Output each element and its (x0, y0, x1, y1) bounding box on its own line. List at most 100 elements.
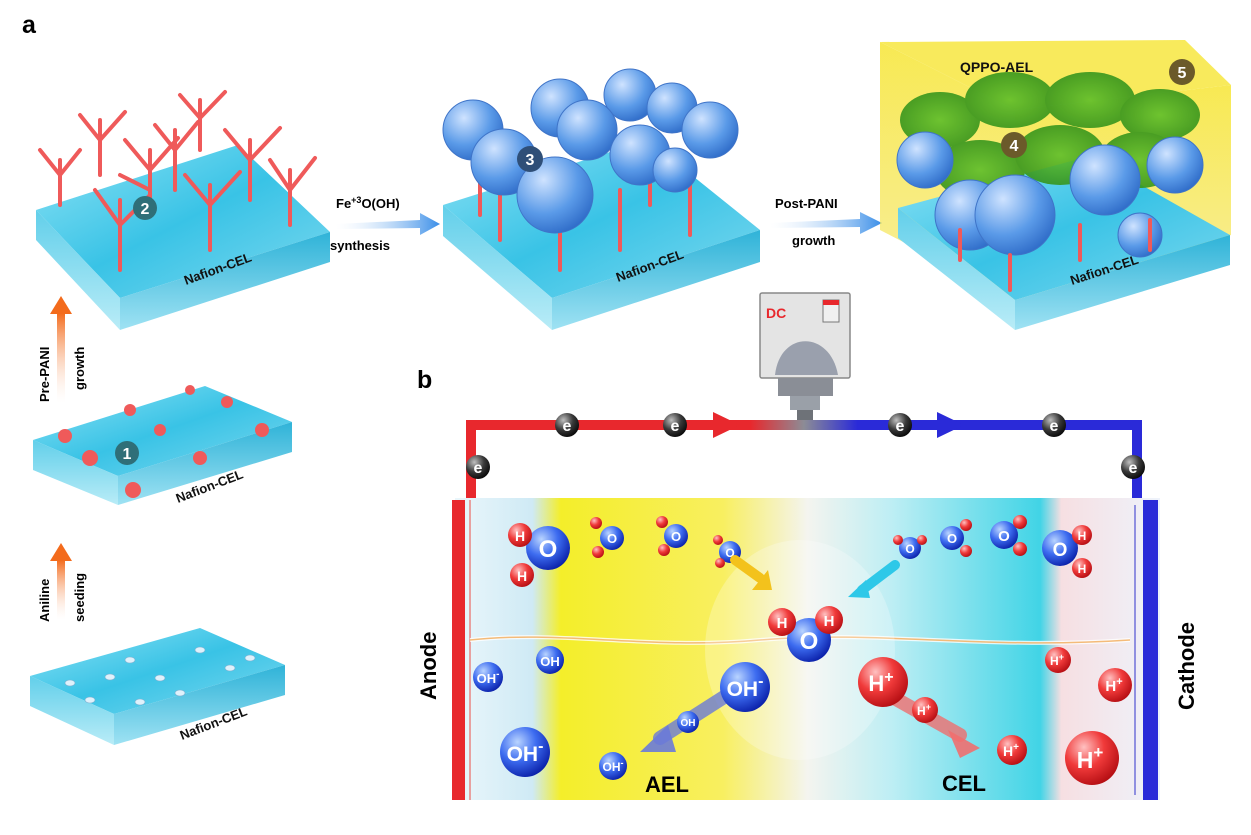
svg-text:OH: OH (681, 718, 696, 729)
svg-text:O: O (607, 531, 617, 546)
step-2-number: 2 (141, 201, 150, 218)
svg-text:H+: H+ (1077, 743, 1104, 773)
svg-text:e: e (896, 418, 905, 435)
svg-text:O: O (947, 531, 957, 546)
hydroxide-ion: OH- (473, 662, 503, 692)
post-pani-label-2: growth (792, 233, 835, 248)
arrow-pre-pani-growth: Pre-PANI growth (37, 296, 87, 403)
svg-text:O: O (905, 542, 914, 556)
hydroxide-ion: OH (677, 711, 699, 733)
proton-ion: H+ (997, 735, 1027, 765)
membrane-step-3: 3 Nafion-CEL (442, 68, 760, 330)
svg-text:H: H (777, 615, 788, 632)
ael-label: AEL (645, 772, 689, 797)
qppo-ael-label: QPPO-AEL (960, 59, 1034, 75)
hydroxide-ion: OH- (720, 662, 770, 712)
svg-text:e: e (671, 418, 680, 435)
hydroxide-ion: OH (536, 646, 564, 674)
step-4-number: 4 (1010, 138, 1019, 155)
step-4-badge (1001, 132, 1027, 158)
electron: e (1121, 455, 1145, 479)
proton-ion: H+ (1045, 647, 1071, 673)
current-arrow-right (937, 412, 964, 438)
step-1-badge (115, 441, 139, 465)
arrow-aniline-seeding: Aniline seeding (37, 543, 87, 622)
fe-label-2: synthesis (330, 238, 390, 253)
svg-text:OH-: OH- (727, 673, 764, 701)
cel-label: CEL (942, 771, 986, 796)
electron: e (888, 413, 912, 437)
svg-text:O: O (671, 529, 681, 544)
panel-a-letter: a (22, 11, 37, 39)
svg-text:OH-: OH- (603, 758, 624, 774)
arrow-fe-synthesis: Fe+3O(OH) synthesis (330, 195, 440, 253)
svg-text:H+: H+ (868, 669, 893, 696)
anode-electrode (452, 500, 465, 800)
membrane-step-1: 1 Nafion-CEL (33, 385, 292, 506)
svg-text:OH-: OH- (507, 738, 544, 766)
svg-text:O: O (539, 536, 558, 563)
step-3-number: 3 (526, 152, 535, 169)
step-5-badge (1169, 59, 1195, 85)
svg-text:OH: OH (540, 654, 560, 669)
water-molecule-center: O H H (768, 606, 843, 662)
svg-text:H: H (1078, 529, 1087, 543)
water-molecule: O (656, 516, 688, 556)
water-molecule: O H H (1042, 525, 1092, 578)
svg-text:H: H (824, 613, 835, 630)
step-3-badge (517, 146, 543, 172)
electron: e (1042, 413, 1066, 437)
water-molecule: O (990, 515, 1027, 556)
pre-pani-label-1: Pre-PANI (37, 347, 52, 402)
water-molecule: O H H (508, 523, 570, 587)
step-1-number: 1 (123, 446, 132, 463)
hydroxide-ion: OH- (500, 727, 550, 777)
svg-text:O: O (725, 546, 734, 560)
seeding-label-2: seeding (72, 573, 87, 622)
svg-text:e: e (563, 418, 572, 435)
cathode-label: Cathode (1174, 622, 1199, 710)
proton-ion: H+ (858, 657, 908, 707)
step-2-badge (133, 196, 157, 220)
proton-ion: H+ (912, 697, 938, 723)
proton-ion: H+ (1065, 731, 1119, 785)
svg-text:OH-: OH- (477, 669, 500, 686)
svg-text:H+: H+ (1105, 676, 1122, 695)
membrane-step-4: QPPO-AEL 4 5 Nafion-CEL (880, 40, 1231, 330)
svg-text:O: O (1053, 540, 1068, 561)
svg-text:e: e (1050, 418, 1059, 435)
dc-power-source: DC (759, 292, 851, 420)
membrane-step-2: 2 Nafion-CEL (36, 90, 330, 330)
svg-text:e: e (1129, 460, 1138, 477)
electron: e (555, 413, 579, 437)
step-5-number: 5 (1178, 65, 1187, 82)
dc-label: DC (766, 305, 786, 321)
arrow-post-pani-growth: Post-PANI growth (770, 196, 882, 248)
pre-pani-label-2: growth (72, 347, 87, 390)
electron: e (466, 455, 490, 479)
svg-text:H: H (517, 568, 527, 584)
svg-text:H: H (1078, 562, 1087, 576)
anode-label: Anode (416, 632, 441, 700)
seeding-label-1: Aniline (37, 579, 52, 622)
membrane-base: Nafion-CEL (30, 628, 285, 745)
panel-b-letter: b (417, 366, 432, 394)
svg-text:O: O (998, 528, 1010, 545)
electron: e (663, 413, 687, 437)
water-molecule: O (893, 535, 927, 559)
svg-text:H+: H+ (917, 702, 931, 718)
cathode-electrode (1143, 500, 1158, 800)
svg-text:H+: H+ (1003, 742, 1019, 759)
water-molecule: O (940, 519, 972, 557)
svg-text:O: O (800, 628, 819, 655)
post-pani-label-1: Post-PANI (775, 196, 838, 211)
current-arrow-left (713, 412, 740, 438)
hydroxide-ion: OH- (599, 752, 627, 780)
proton-ion: H+ (1098, 668, 1132, 702)
svg-text:H+: H+ (1050, 652, 1064, 668)
fe-label-1: Fe+3O(OH) (336, 195, 400, 211)
water-molecule: O (590, 517, 624, 558)
svg-text:H: H (515, 528, 525, 544)
svg-text:e: e (474, 460, 483, 477)
